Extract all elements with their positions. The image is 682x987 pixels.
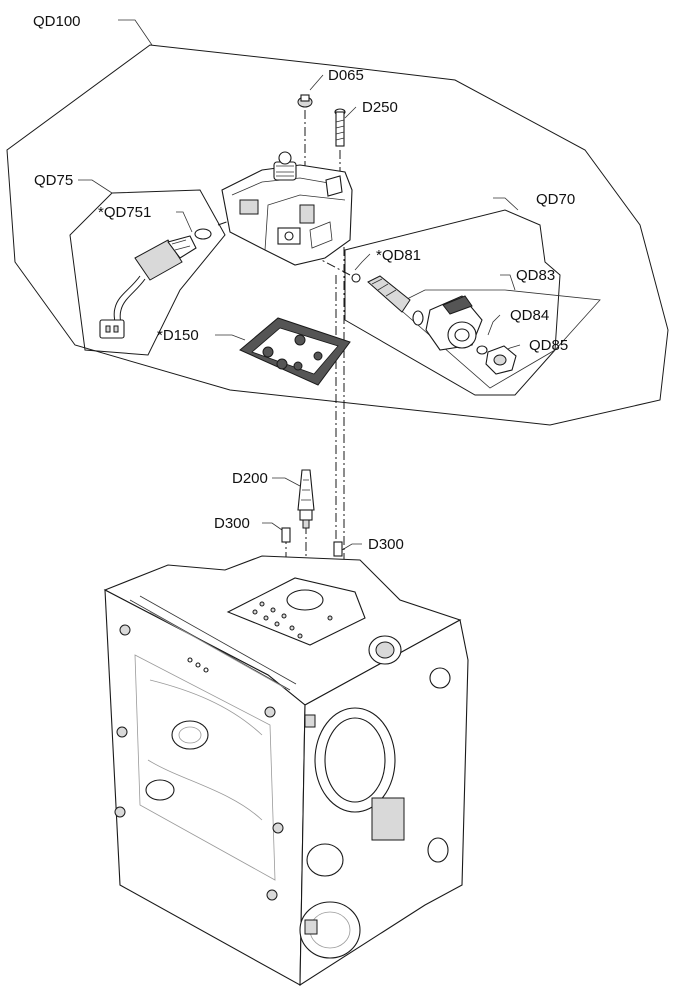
label-d150: *D150	[157, 327, 199, 344]
qd70-solenoid	[351, 273, 517, 375]
label-qd84: QD84	[510, 307, 549, 324]
d150-gasket	[239, 317, 351, 386]
d300-left-dowel	[281, 527, 291, 543]
qd70-group-boundary	[344, 209, 561, 396]
d065-screw	[297, 94, 313, 108]
label-d300-left: D300	[214, 515, 250, 532]
d300-right-dowel	[333, 541, 343, 557]
label-d200: D200	[232, 470, 268, 487]
callout-labels: QD100 D065 D250 QD75 *QD751 QD70 *QD81 Q…	[33, 13, 575, 553]
label-d250: D250	[362, 99, 398, 116]
qd75-sensor	[99, 228, 212, 339]
label-qd75: QD75	[34, 172, 73, 189]
valve-body	[221, 151, 353, 266]
label-qd85: QD85	[529, 337, 568, 354]
qd75-group-boundary	[69, 189, 226, 356]
label-qd81: *QD81	[376, 247, 421, 264]
qd83-group-boundary	[394, 289, 601, 389]
label-d300-right: D300	[368, 536, 404, 553]
d200-valve	[297, 469, 315, 529]
label-qd70: QD70	[536, 191, 575, 208]
gearbox-housing	[103, 555, 469, 987]
label-qd100: QD100	[33, 13, 81, 30]
label-qd751: *QD751	[98, 204, 151, 221]
d250-bolt	[334, 108, 346, 147]
label-qd83: QD83	[516, 267, 555, 284]
label-d065: D065	[328, 67, 364, 84]
qd100-group-boundary	[6, 44, 669, 426]
